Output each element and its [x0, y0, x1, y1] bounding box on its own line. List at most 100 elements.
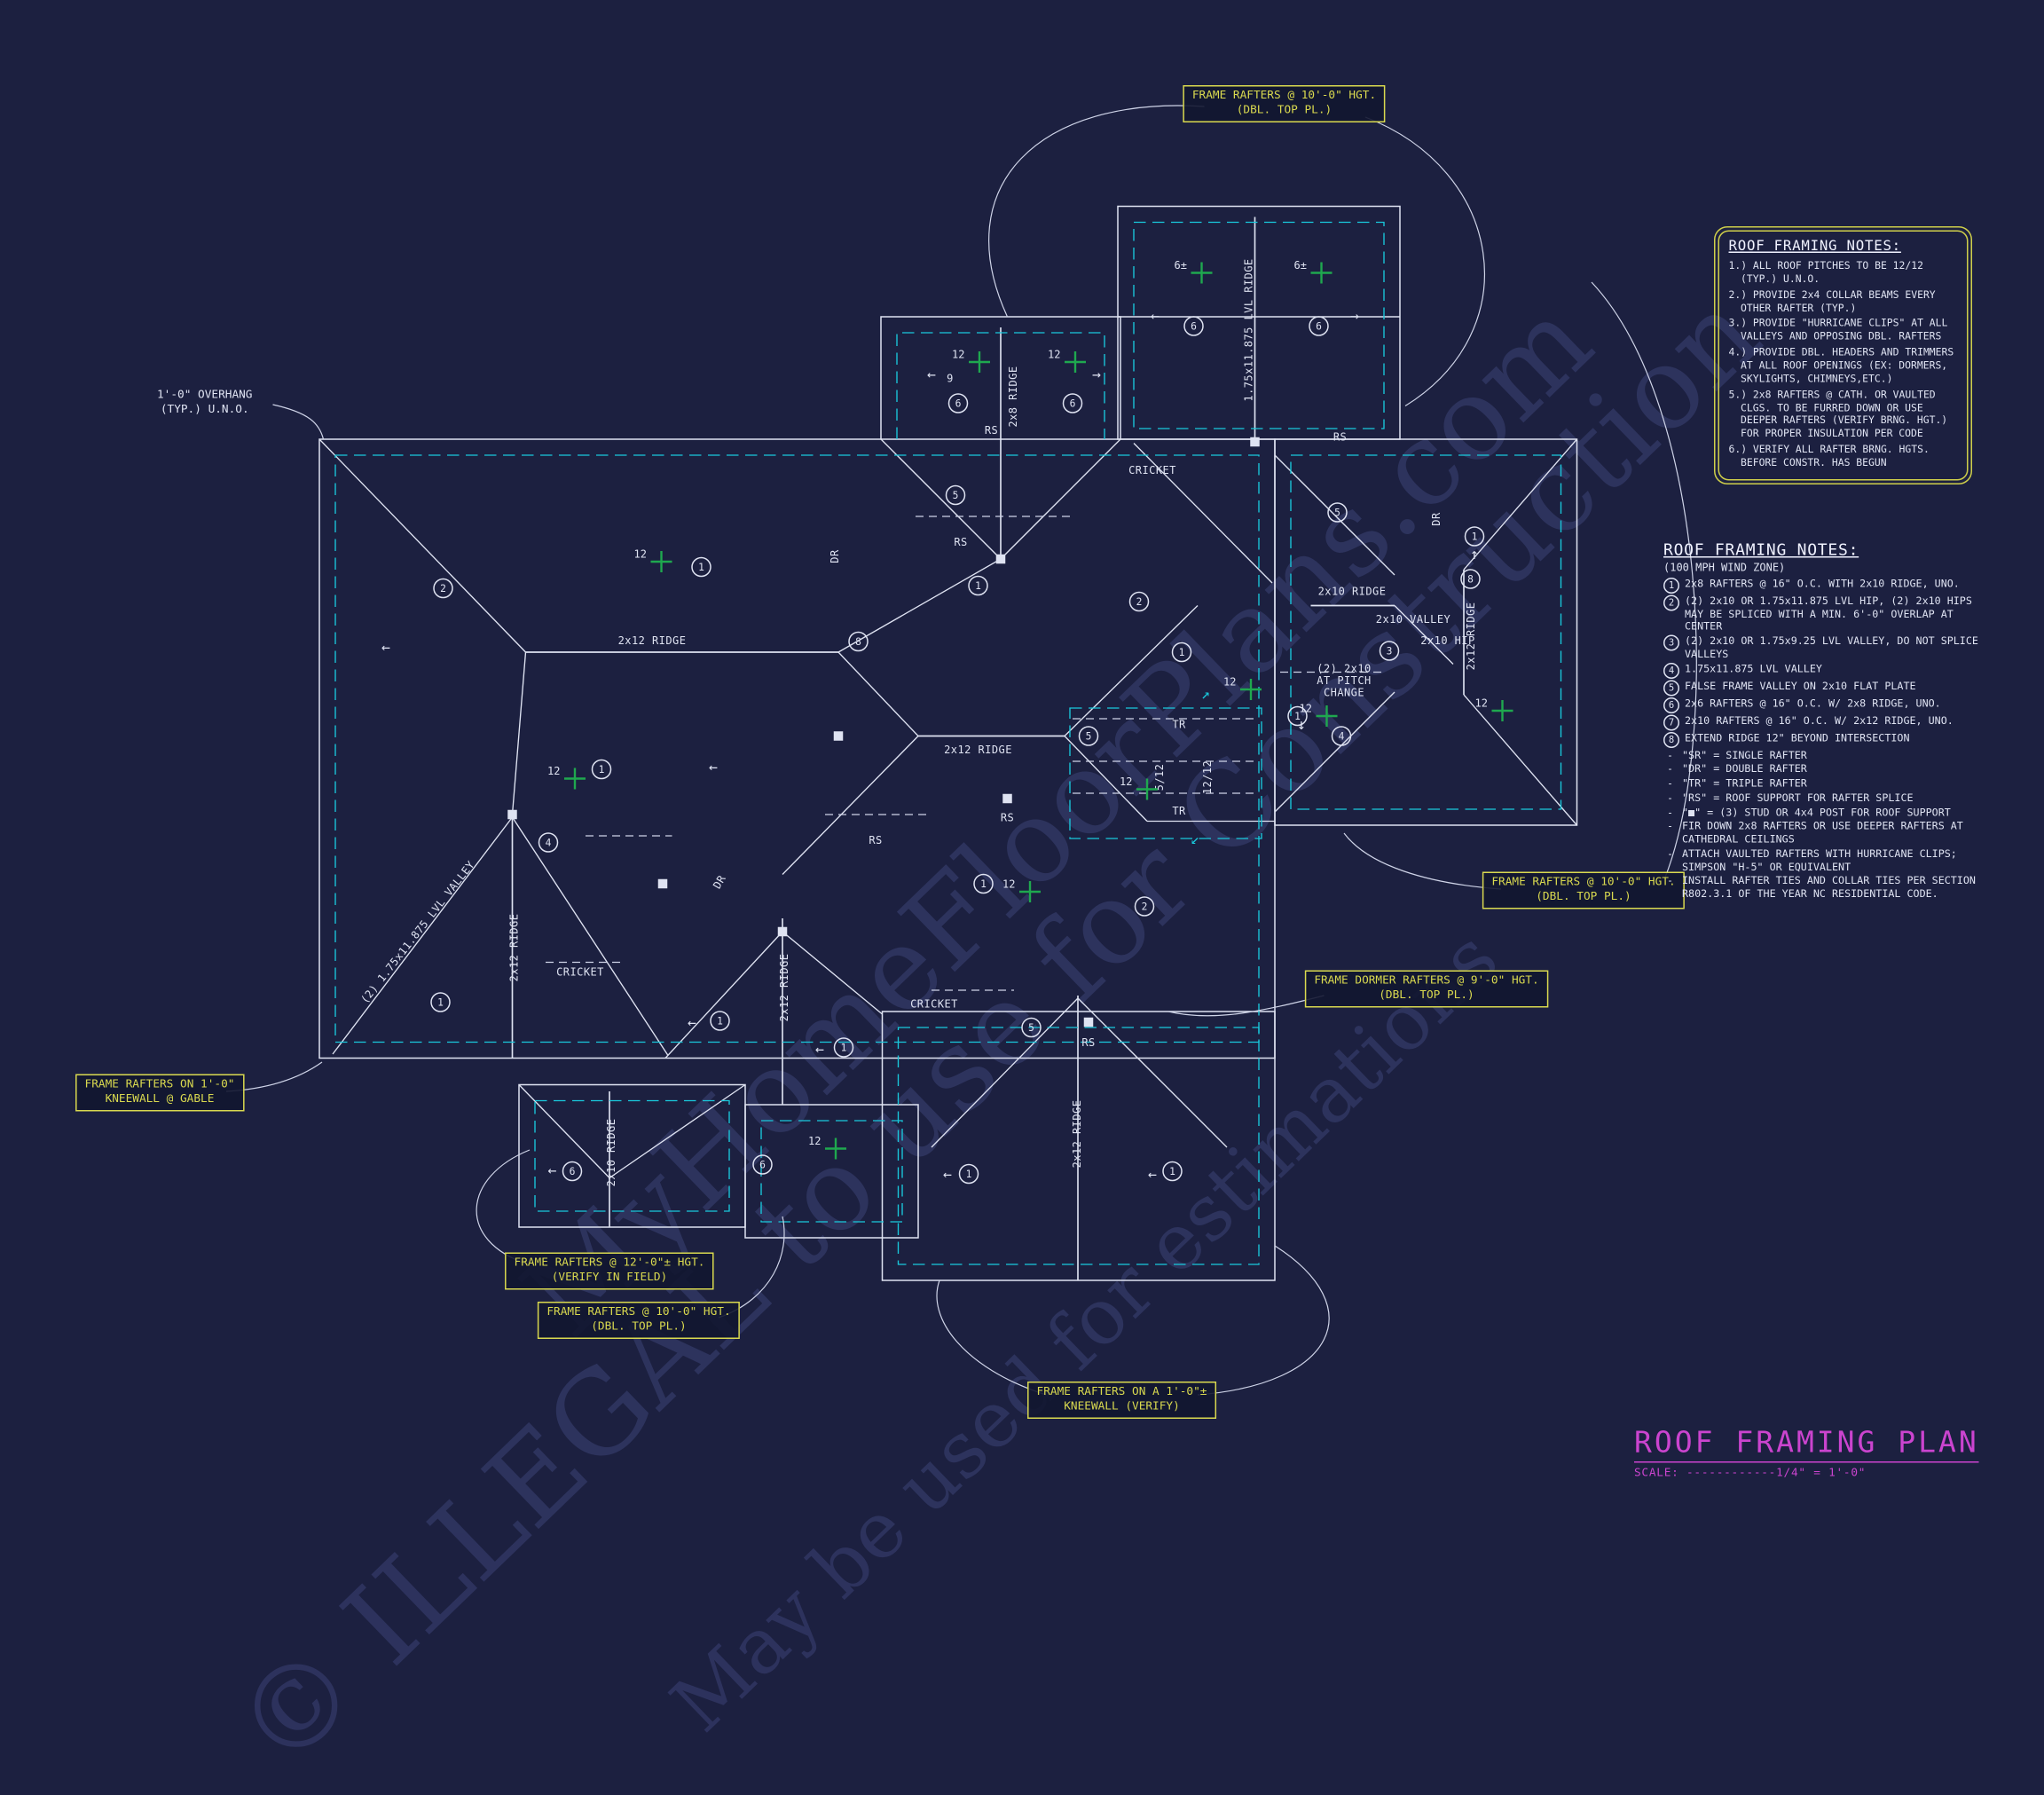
keynote-number: 6: [955, 398, 962, 410]
plan-label: 2x12 RIDGE: [508, 914, 521, 982]
keynote-circle: [1331, 726, 1352, 746]
notes-legend-item: -"■" = (3) STUD OR 4x4 POST FOR ROOF SUP…: [1666, 806, 1951, 818]
plan-label: TR: [1172, 805, 1186, 817]
hip-valley-line: [1463, 438, 1578, 571]
keynote-circle: [945, 484, 966, 506]
keynote-circle: [1460, 569, 1481, 589]
plan-label: 1.75x11.875 LVL RIDGE: [1243, 258, 1255, 401]
wall-plate-line: [896, 332, 1105, 439]
rafter-direction-arrow: →: [1350, 308, 1359, 325]
sheet-scale: SCALE: ------------1/4" = 1'-0": [1634, 1467, 1867, 1480]
rafter-direction-arrow: ←: [709, 759, 718, 775]
hip-valley-line: [931, 997, 1079, 1148]
notes-legend-item: -"SR" = SINGLE RAFTER: [1666, 749, 1807, 761]
keynote-circle: [752, 1154, 773, 1175]
plan-label: (2) 2x10: [1317, 663, 1371, 675]
roof-framing-plan-sheet: MyHomeFloorPlans.com © ILLEGAL to use fo…: [75, 85, 1993, 1795]
plan-label: 5/12: [1153, 764, 1166, 791]
note-item: 1.) ALL ROOF PITCHES TO BE 12/12 (TYP.) …: [1728, 259, 1923, 285]
hip-valley-line: [837, 558, 1002, 653]
keynote-number: 1: [717, 1016, 723, 1027]
hip-valley-line: [664, 931, 783, 1059]
rafter-direction-arrow: ←: [927, 366, 936, 383]
wall-plate-line: [1290, 454, 1562, 810]
leader-line: [272, 404, 325, 440]
roof-framing-notes-box-inner: ROOF FRAMING NOTES: 1.) ALL ROOF PITCHES…: [1718, 230, 1969, 481]
keynote-circle: [833, 1037, 854, 1058]
note-item: 2.) PROVIDE 2x4 COLLAR BEAMS EVERY OTHER…: [1728, 288, 1936, 314]
rafter-direction-arrow: ↑: [1470, 546, 1479, 563]
overhang-note-line: (TYP.) U.N.O.: [160, 404, 249, 418]
rafter-direction-arrow: ←: [688, 1014, 696, 1031]
hip-valley-line: [837, 651, 919, 736]
leader-line: [1364, 116, 1485, 407]
hip-valley-line: [511, 651, 527, 815]
plan-label: 2x8 RIDGE: [1007, 366, 1019, 427]
callout: FRAME RAFTERS @ 12'-0"± HGT.(VERIFY IN F…: [505, 1252, 714, 1290]
keynote-number: 1: [1294, 711, 1301, 722]
hip-valley-line: [1000, 438, 1121, 560]
keynote-number: 6: [570, 1166, 576, 1177]
rafter-direction-arrow: →: [1092, 366, 1101, 383]
roof-support-post: [507, 809, 517, 820]
plan-label: RS: [869, 834, 882, 846]
roof-support-post: [1002, 793, 1012, 804]
roof-framing-notes-list: ROOF FRAMING NOTES: (100 MPH WIND ZONE) …: [1663, 540, 1993, 902]
rafter-direction-arrow: ←: [548, 1162, 557, 1179]
keynote-circle: [1171, 642, 1192, 663]
notes-box-items: 1.) ALL ROOF PITCHES TO BE 12/12 (TYP.) …: [1729, 260, 1958, 470]
pitch-value-label: 12: [1475, 697, 1488, 710]
notes-legend-item: -ATTACH VAULTED RAFTERS WITH HURRICANE C…: [1666, 847, 1957, 873]
keynote-number: 6: [1070, 398, 1076, 410]
keynote-circle: [1327, 502, 1348, 523]
leader-line: [476, 1149, 531, 1265]
hip-valley-line: [1274, 454, 1395, 576]
plan-label: 2x12 RIDGE: [944, 744, 1012, 756]
plan-label: 2x10 RIDGE: [605, 1119, 617, 1187]
hip-valley-line: [782, 736, 919, 875]
keynote-number: 4: [546, 838, 552, 849]
hip-valley-line: [1463, 694, 1578, 826]
leader-line: [1167, 995, 1325, 1017]
roof-outline: [744, 1104, 919, 1239]
keynote-circle: [1021, 1017, 1042, 1038]
notes-box-title: ROOF FRAMING NOTES:: [1728, 238, 1901, 255]
plan-label: 2x12 RIDGE: [778, 954, 790, 1022]
rafter-direction-arrow: ←: [815, 1041, 824, 1058]
keynote-number: 5: [1086, 731, 1092, 743]
pitch-value-label: 6±: [1294, 259, 1307, 272]
keynote-circle: [1162, 1161, 1183, 1182]
leader-line: [1197, 1245, 1330, 1396]
roof-outline: [881, 1011, 1276, 1281]
notes-legend-item: -"RS" = ROOF SUPPORT FOR RAFTER SPLICE: [1666, 791, 1914, 804]
pitch-value-label: 12: [952, 349, 964, 361]
keynote-number: 6: [759, 1160, 766, 1171]
wall-plate-line: [1133, 221, 1385, 429]
plan-label: AT PITCH: [1317, 674, 1371, 687]
plan-label: RS: [1081, 1036, 1095, 1049]
ridge-lines: [511, 217, 1465, 1280]
hidden-lines: [546, 516, 1384, 991]
plan-label: 2x10 RIDGE: [1318, 586, 1387, 598]
keynote-number: 1: [599, 764, 605, 775]
plan-label: CRICKET: [910, 998, 958, 1011]
keynote-number: 1: [1179, 647, 1185, 658]
hip-valley-line: [1064, 605, 1199, 736]
notes-legend-item: -INSTALL RAFTER TIES AND COLLAR TIES PER…: [1666, 874, 1976, 901]
notes-legend-item: -"TR" = TRIPLE RAFTER: [1666, 777, 1807, 790]
keynote-number: 2: [1136, 596, 1143, 608]
callout: FRAME RAFTERS @ 10'-0" HGT.(DBL. TOP PL.…: [1183, 85, 1386, 123]
callout: FRAME DORMER RAFTERS @ 9'-0" HGT.(DBL. T…: [1304, 970, 1549, 1008]
roof-outlines: [318, 205, 1578, 1281]
roof-support-post: [777, 926, 788, 937]
keynote-circle: [958, 1163, 979, 1185]
rafter-direction-arrow: ←: [381, 639, 390, 656]
hip-valley-line: [1064, 736, 1148, 822]
plan-label: DR: [711, 873, 728, 892]
keynote-circle: [1128, 591, 1150, 612]
keynote-circle: [562, 1161, 583, 1182]
roof-support-post: [1250, 437, 1260, 447]
